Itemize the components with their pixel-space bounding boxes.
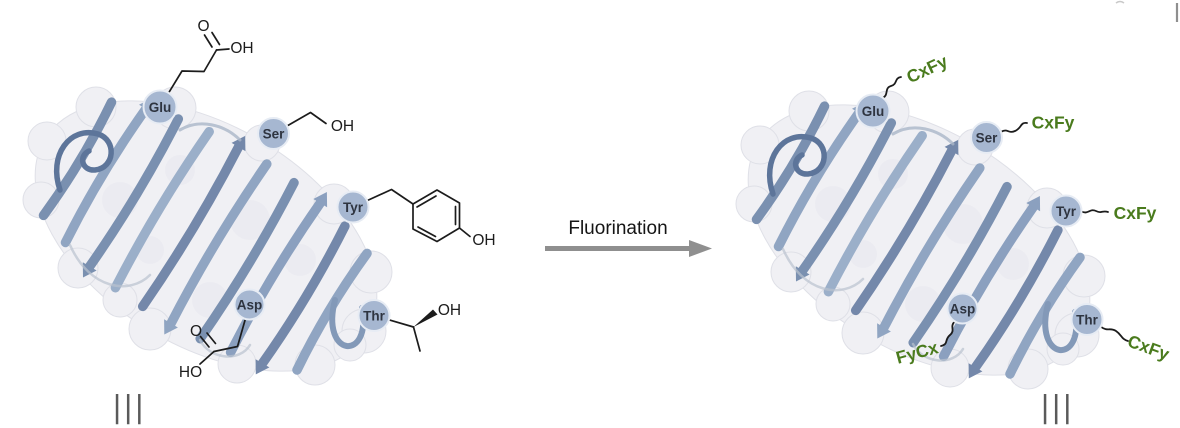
- bond-line: [366, 188, 414, 205]
- residue-circle: [233, 288, 266, 321]
- double-bond-line: [199, 335, 210, 348]
- residue-badge-tyr-right: Tyr: [1049, 194, 1083, 228]
- protein-structure-left: [0, 45, 424, 427]
- bond-line: [167, 49, 218, 94]
- native-protein: O OH OH OH O HO: [0, 18, 496, 427]
- residue-circle: [336, 190, 370, 224]
- continuation-marks-left: |||: [112, 390, 145, 425]
- residue-label-tyr: Tyr: [1056, 204, 1077, 219]
- arrow-head: [689, 240, 712, 257]
- phenol-ring: [412, 189, 461, 243]
- residue-label-asp: Asp: [950, 302, 976, 317]
- residue-badge-tyr-left: Tyr: [336, 190, 370, 224]
- bond-line: [213, 318, 247, 353]
- atom-label-oh: OH: [438, 302, 461, 319]
- residue-circle: [1049, 194, 1083, 228]
- fluoroalkyl-tag-tyr: CxFy: [1114, 203, 1157, 223]
- squiggle-bond: [1000, 122, 1028, 133]
- bond-line: [458, 227, 471, 238]
- squiggle-bond: [1080, 209, 1109, 214]
- page-edge-artifact: [1115, 0, 1179, 22]
- fluorinated-protein: CxFy CxFy CxFy FyCx CxFy Glu Ser Tyr Asp: [701, 49, 1172, 428]
- double-bond-line: [416, 195, 437, 208]
- thr-side-chain: OH: [388, 302, 461, 352]
- residue-label-glu: Glu: [862, 104, 885, 119]
- protein-structure-right: [701, 49, 1137, 428]
- bond-line: [412, 326, 421, 352]
- bond-line: [286, 111, 327, 127]
- residue-badge-ser-left: Ser: [257, 117, 290, 150]
- double-bond-line: [211, 31, 221, 46]
- residue-badge-thr-right: Thr: [1070, 303, 1104, 336]
- atom-label-oh: OH: [472, 232, 495, 249]
- residue-badges-left: Glu Ser Tyr Asp Thr: [142, 89, 391, 332]
- fluoroalkyl-tag-ser: CxFy: [1032, 113, 1075, 133]
- residue-badge-ser-right: Ser: [970, 121, 1003, 154]
- residue-label-asp: Asp: [237, 298, 263, 313]
- tyr-side-chain: OH: [366, 188, 496, 249]
- fluoroalkyl-tag-thr: CxFy: [1125, 331, 1172, 365]
- residue-label-thr: Thr: [363, 309, 385, 324]
- residue-badges-right: Glu Ser Tyr Asp Thr: [855, 93, 1104, 336]
- ser-side-chain: OH: [286, 111, 354, 135]
- wedge-bond: [413, 309, 438, 327]
- fluorination-arrow-group: Fluorination: [545, 218, 712, 257]
- residue-badge-glu-left: Glu: [142, 89, 178, 125]
- residue-circle: [357, 299, 391, 332]
- residue-badge-glu-right: Glu: [855, 93, 891, 129]
- residue-circle: [970, 121, 1003, 154]
- atom-label-oh: OH: [331, 118, 354, 135]
- atom-label-ho: HO: [179, 364, 202, 381]
- squiggle-bond: [940, 320, 956, 347]
- asp-side-chain: O HO: [179, 318, 247, 381]
- fluoroalkyl-connectors: [882, 76, 1129, 347]
- residue-circle: [855, 93, 891, 129]
- glu-side-chain: O OH: [167, 18, 254, 94]
- squiggle-bond: [1099, 325, 1129, 342]
- residue-label-ser: Ser: [263, 127, 286, 142]
- residue-badge-thr-left: Thr: [357, 299, 391, 332]
- double-bond-line: [417, 226, 437, 238]
- double-bond-line: [203, 34, 213, 48]
- residue-circle: [1070, 303, 1104, 336]
- squiggle-bond: [882, 76, 902, 99]
- continuation-marks-right: |||: [1040, 390, 1073, 425]
- atom-label-o: O: [190, 323, 202, 340]
- atom-label-o: O: [197, 18, 209, 35]
- residue-label-ser: Ser: [976, 131, 999, 146]
- residue-label-tyr: Tyr: [343, 200, 364, 215]
- residue-circle: [257, 117, 290, 150]
- bond-line: [388, 318, 415, 328]
- residue-label-glu: Glu: [149, 100, 172, 115]
- residue-badge-asp-right: Asp: [946, 292, 979, 325]
- double-bond-line: [206, 332, 217, 345]
- bond-line: [215, 48, 230, 51]
- atom-label-oh: OH: [230, 40, 253, 57]
- residue-circle: [946, 292, 979, 325]
- fluoroalkyl-tag-glu: CxFy: [903, 51, 950, 87]
- residue-label-thr: Thr: [1076, 313, 1098, 328]
- residue-badge-asp-left: Asp: [233, 288, 266, 321]
- fluorination-label: Fluorination: [568, 218, 667, 239]
- faint-mark: [1115, 0, 1125, 4]
- residue-circle: [142, 89, 178, 125]
- bond-line: [199, 350, 215, 365]
